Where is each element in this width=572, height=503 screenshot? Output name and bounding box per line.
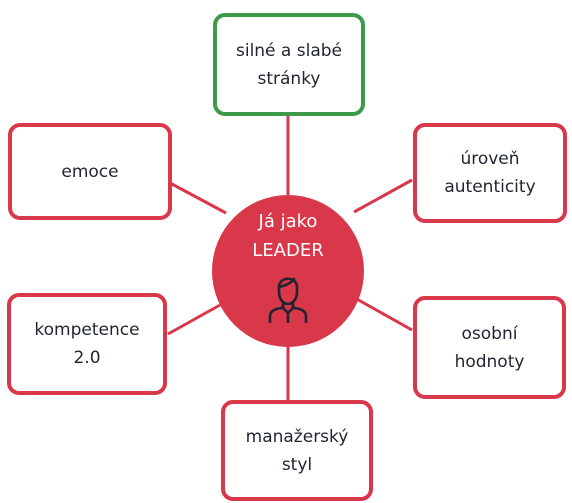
node-uroven-autenticity: úroveň autenticity — [413, 123, 567, 223]
connector-right-top — [353, 178, 413, 214]
center-circle: Já jako LEADER — [212, 195, 364, 347]
center-title: Já jako LEADER — [252, 211, 324, 261]
connector-left-top — [169, 181, 227, 215]
connector-left-bottom — [167, 303, 221, 336]
node-kompetence: kompetence 2.0 — [7, 293, 167, 395]
person-icon — [268, 277, 308, 323]
connector-right-bottom — [354, 296, 413, 332]
node-emoce: emoce — [8, 123, 172, 220]
node-manazersky-styl: manažerský styl — [221, 400, 373, 501]
node-silne-a-slabe-stranky: silné a slabé stránky — [213, 13, 365, 116]
node-osobni-hodnoty: osobní hodnoty — [413, 296, 566, 399]
